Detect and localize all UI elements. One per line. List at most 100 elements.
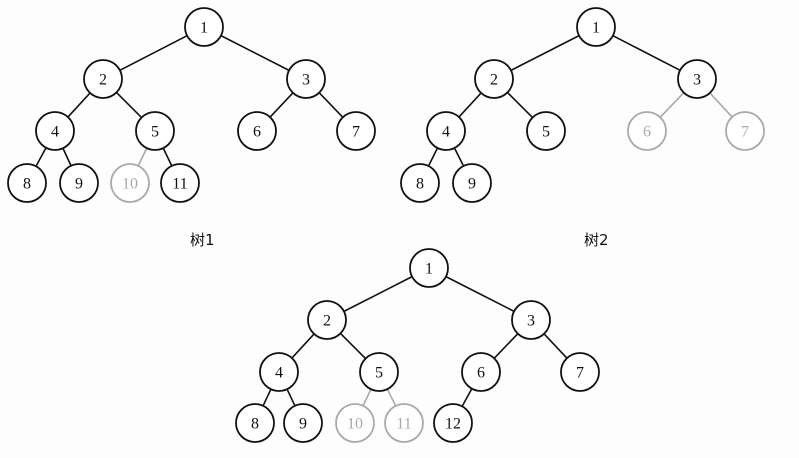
tree-2-node-4: 4 [426, 111, 466, 151]
node-circle [7, 163, 47, 203]
node-label: 7 [576, 365, 584, 382]
tree-3-edge-3-6 [493, 333, 519, 359]
tree-1-edge-1-2 [119, 34, 188, 72]
node-label: 9 [299, 416, 307, 433]
node-circle [235, 403, 275, 443]
tree-1-edge-3-6 [269, 92, 294, 118]
tree-3-edge-5-11 [386, 388, 397, 407]
tree-2-node-6: 6 [627, 111, 667, 151]
node-label: 5 [542, 124, 550, 141]
node-label: 3 [527, 313, 535, 330]
node-circle [359, 352, 399, 392]
node-circle [336, 111, 376, 151]
tree-1-edge-2-4 [67, 92, 91, 118]
tree-3-node-1: 1 [409, 248, 449, 288]
tree-1-node-3: 3 [286, 59, 326, 99]
tree-1-edge-4-9 [62, 147, 72, 167]
tree-2-edge-2-4 [458, 92, 482, 118]
node-circle [286, 59, 326, 99]
tree-3-node-11: 11 [384, 403, 424, 443]
node-circle [677, 59, 717, 99]
tree-2-edge-2-5 [506, 91, 534, 119]
node-label: 4 [51, 124, 59, 141]
tree-2-node-9: 9 [452, 163, 492, 203]
tree-3-node-9: 9 [283, 403, 323, 443]
tree-1-node-10: 10 [110, 163, 150, 203]
tree-2-node-3: 3 [677, 59, 717, 99]
tree-2-caption: 树2 [584, 231, 609, 249]
tree-1-edge-5-11 [162, 147, 173, 167]
node-label: 6 [253, 124, 261, 141]
node-label: 2 [99, 72, 107, 89]
node-circle [335, 403, 375, 443]
node-label: 9 [468, 176, 476, 193]
node-circle [526, 111, 566, 151]
node-label: 1 [592, 20, 600, 37]
tree-1-node-5: 5 [135, 111, 175, 151]
tree-2-edge-3-7 [709, 92, 733, 118]
tree-1-node-7: 7 [336, 111, 376, 151]
node-label: 7 [352, 124, 360, 141]
tree-1-edge-3-7 [318, 92, 344, 118]
node-label: 1 [425, 261, 433, 278]
tree-3-node-6: 6 [461, 352, 501, 392]
node-label: 4 [442, 124, 450, 141]
node-label: 1 [200, 20, 208, 37]
tree-2-edge-4-9 [453, 147, 465, 167]
tree-3-edge-5-10 [362, 388, 372, 407]
node-circle [461, 352, 501, 392]
tree-3-edge-3-7 [543, 333, 568, 359]
node-circle [259, 352, 299, 392]
node-circle [59, 163, 99, 203]
node-circle [135, 111, 175, 151]
node-label: 11 [172, 176, 187, 193]
node-label: 4 [275, 365, 283, 382]
tree-3-node-7: 7 [560, 352, 600, 392]
tree-3-node-5: 5 [359, 352, 399, 392]
node-label: 10 [122, 176, 138, 193]
node-label: 6 [643, 124, 651, 141]
tree-3-edge-4-8 [262, 388, 272, 407]
node-label: 8 [416, 176, 424, 193]
node-label: 6 [477, 365, 485, 382]
node-label: 2 [490, 72, 498, 89]
tree-1-node-1: 1 [184, 7, 224, 47]
tree-3-edge-2-4 [291, 333, 315, 359]
node-circle [110, 163, 150, 203]
tree-1-edge-1-3 [220, 34, 290, 72]
node-circle [283, 403, 323, 443]
tree-3-node-4: 4 [259, 352, 299, 392]
tree-1-node-4: 4 [35, 111, 75, 151]
tree-2-node-8: 8 [400, 163, 440, 203]
tree-1-node-11: 11 [160, 163, 200, 203]
tree-1-edge-2-5 [115, 91, 143, 119]
tree-2-node-7: 7 [725, 111, 765, 151]
node-circle [400, 163, 440, 203]
tree-2: 1 2 3 4 5 6 7 8 9 [400, 7, 765, 203]
node-label: 3 [693, 72, 701, 89]
tree-3-edge-1-3 [445, 275, 515, 313]
node-label: 3 [302, 72, 310, 89]
tree-3-node-10: 10 [335, 403, 375, 443]
tree-2-node-2: 2 [474, 59, 514, 99]
tree-2-edge-4-8 [427, 147, 439, 167]
node-circle [725, 111, 765, 151]
tree-1-edge-5-10 [137, 147, 148, 167]
tree-3-node-3: 3 [511, 300, 551, 340]
node-label: 8 [251, 416, 259, 433]
node-circle [452, 163, 492, 203]
node-circle [433, 403, 473, 443]
node-circle [384, 403, 424, 443]
node-circle [560, 352, 600, 392]
tree-3-node-12: 12 [433, 403, 473, 443]
node-label: 8 [23, 176, 31, 193]
node-label: 11 [396, 416, 411, 433]
tree-3-edge-6-12 [461, 388, 473, 407]
node-circle [35, 111, 75, 151]
tree-2-edge-3-6 [659, 92, 685, 118]
node-label: 10 [347, 416, 363, 433]
node-label: 2 [323, 313, 331, 330]
tree-2-node-1: 1 [576, 7, 616, 47]
